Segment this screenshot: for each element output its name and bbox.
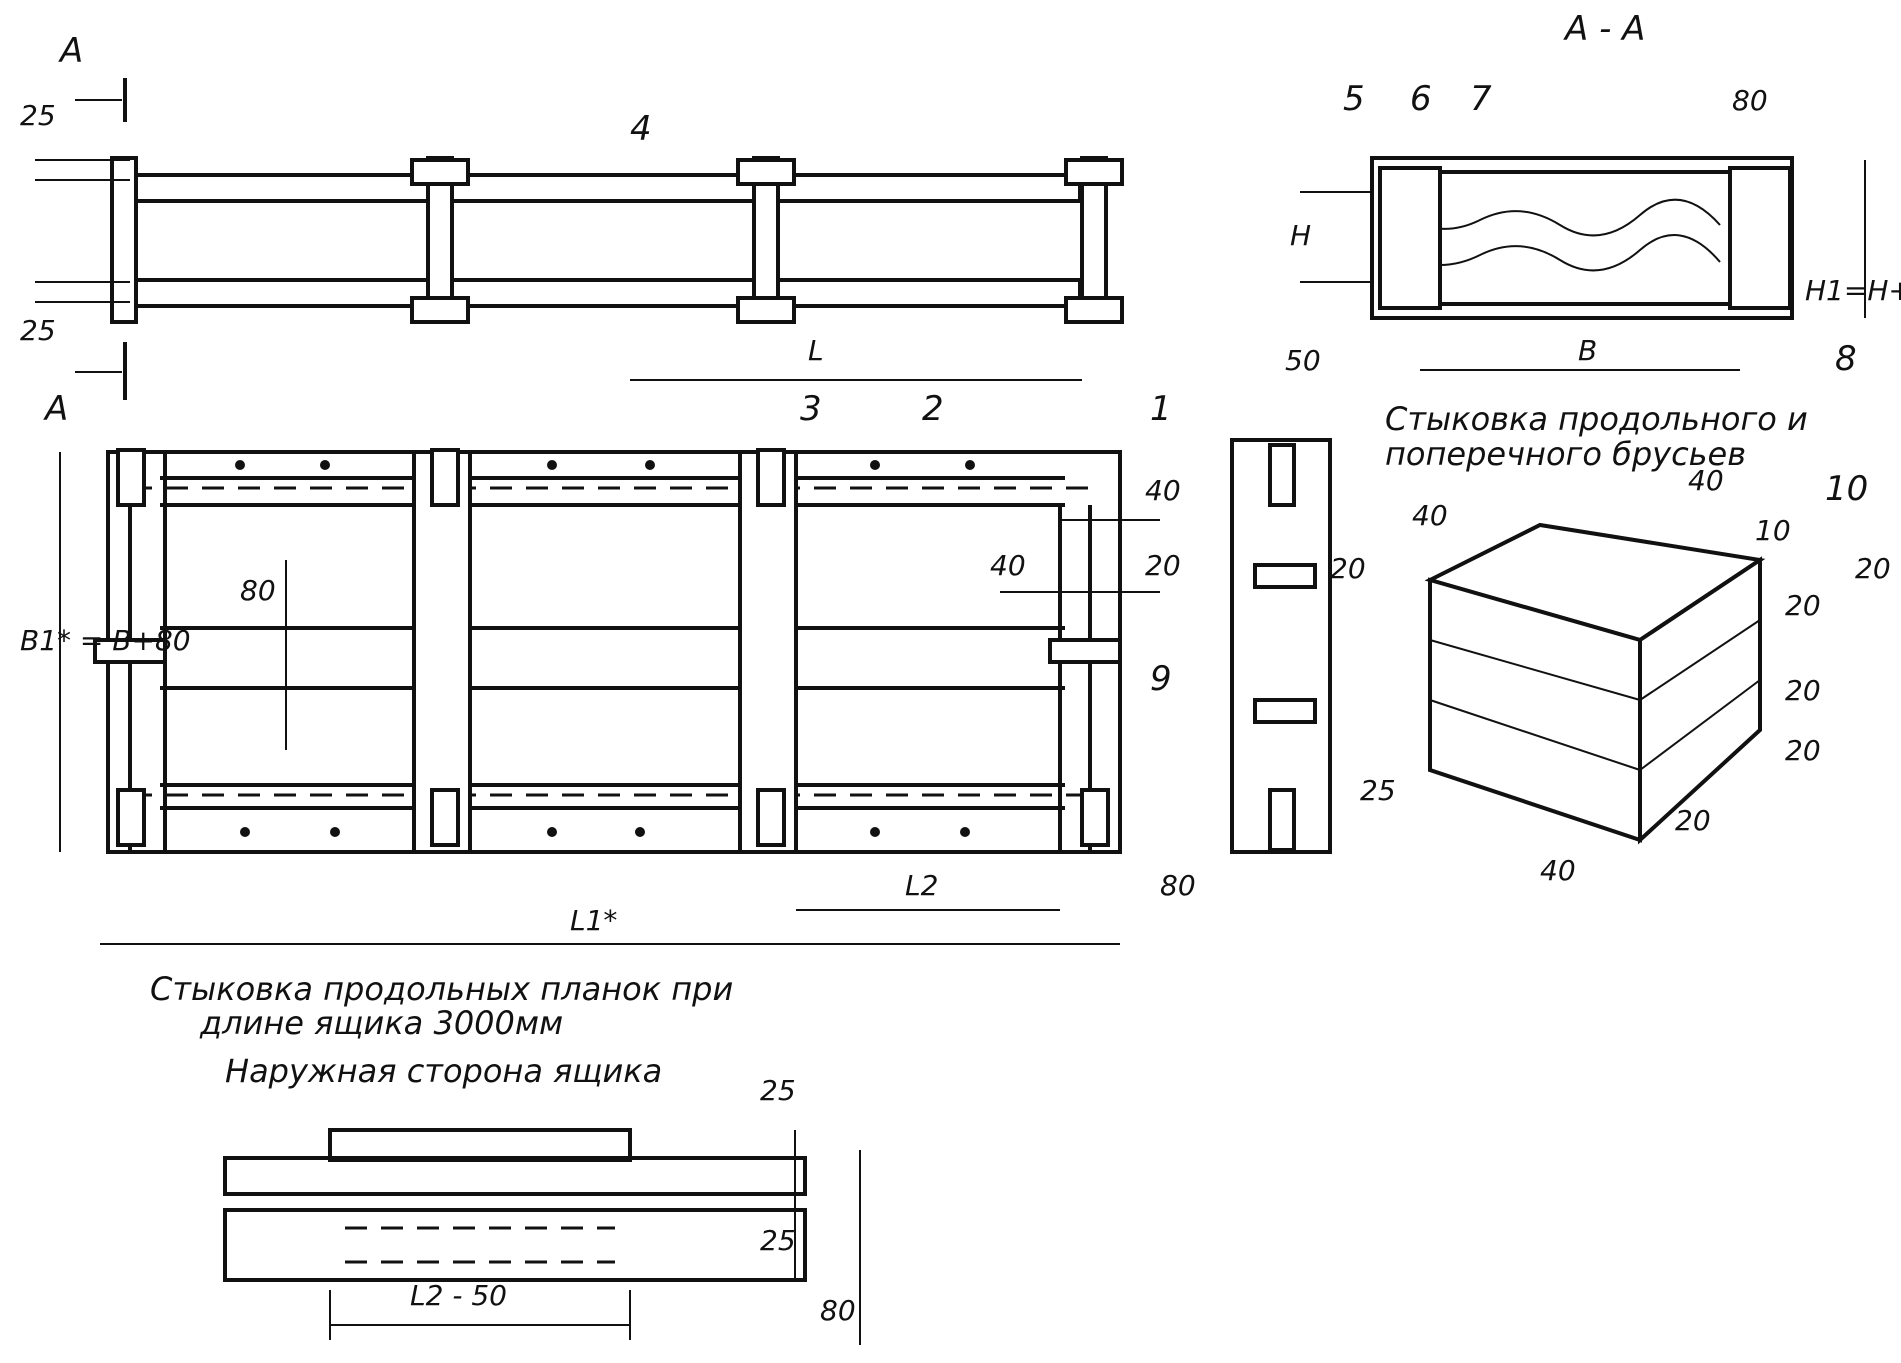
drawing-labels: А - А А А Стыковка продольного и попереч…: [20, 9, 1901, 1327]
caption-joint-bars-2: поперечного брусьев: [1385, 435, 1746, 473]
dim-plan-L2: L2: [905, 869, 938, 902]
dim-sec-80: 80: [1732, 84, 1768, 117]
dim-sec-H: H: [1290, 219, 1311, 252]
section-a-a: [1300, 156, 1866, 371]
callout-3: 3: [800, 389, 822, 429]
callout-7: 7: [1470, 79, 1492, 119]
callout-5: 5: [1343, 79, 1365, 119]
dim-top-25a: 25: [20, 99, 56, 132]
dim-plan-40a: 40: [1145, 474, 1181, 507]
dim-plan-40b: 40: [990, 549, 1026, 582]
dim-plan-L: L: [808, 334, 824, 367]
dim-slat-25a: 25: [760, 1074, 796, 1107]
dim-iso-40c: 40: [1540, 854, 1576, 887]
dim-iso-20b: 20: [1855, 552, 1891, 585]
section-title: А - А: [1563, 9, 1645, 49]
dim-sec-B: B: [1578, 334, 1597, 367]
dim-plan-20: 20: [1145, 549, 1181, 582]
dim-slat-80: 80: [820, 1294, 856, 1327]
callout-8: 8: [1835, 339, 1857, 379]
callout-6: 6: [1410, 79, 1432, 119]
dim-plan-80-mid: 80: [240, 574, 276, 607]
slat-joint-detail: [223, 1128, 861, 1345]
caption-joint-bars-1: Стыковка продольного и: [1385, 400, 1808, 438]
dim-iso-40a: 40: [1412, 499, 1448, 532]
dim-top-25b: 25: [20, 314, 56, 347]
dim-iso-40b: 40: [1688, 464, 1724, 497]
side-elevation-view: [35, 78, 1124, 400]
dim-iso-20d: 20: [1785, 674, 1821, 707]
dim-sec-50: 50: [1285, 344, 1321, 377]
dim-slat-25b: 25: [760, 1224, 796, 1257]
dim-plan-80-right: 80: [1160, 869, 1196, 902]
dim-iso-20e: 20: [1785, 734, 1821, 767]
dim-iso-10: 10: [1755, 514, 1791, 547]
caption-outer-side: Наружная сторона ящика: [225, 1052, 662, 1090]
dim-plan-L1: L1*: [570, 904, 617, 937]
callout-1: 1: [1150, 389, 1172, 429]
dim-iso-20a: 20: [1330, 552, 1366, 585]
caption-joint-slats-1: Стыковка продольных планок при: [150, 970, 733, 1008]
section-marker-bottom: А: [43, 389, 68, 429]
dim-slat-L2-50: L2 - 50: [410, 1279, 507, 1312]
callout-10: 10: [1825, 469, 1868, 509]
end-view: [1230, 438, 1332, 854]
dim-sec-H1: H1=H+118: [1805, 274, 1901, 307]
dim-iso-25: 25: [1360, 774, 1396, 807]
callout-9: 9: [1150, 659, 1172, 699]
plan-view: [59, 379, 1160, 945]
dim-iso-20c: 20: [1785, 589, 1821, 622]
section-marker-top: А: [58, 31, 83, 71]
callout-2: 2: [922, 389, 944, 429]
dim-iso-20f: 20: [1675, 804, 1711, 837]
callout-4: 4: [630, 109, 652, 149]
caption-joint-slats-2: длине ящика 3000мм: [199, 1004, 563, 1042]
dim-plan-B1: B1* = B+80: [20, 624, 191, 657]
corner-isometric-view: [1424, 522, 1766, 845]
